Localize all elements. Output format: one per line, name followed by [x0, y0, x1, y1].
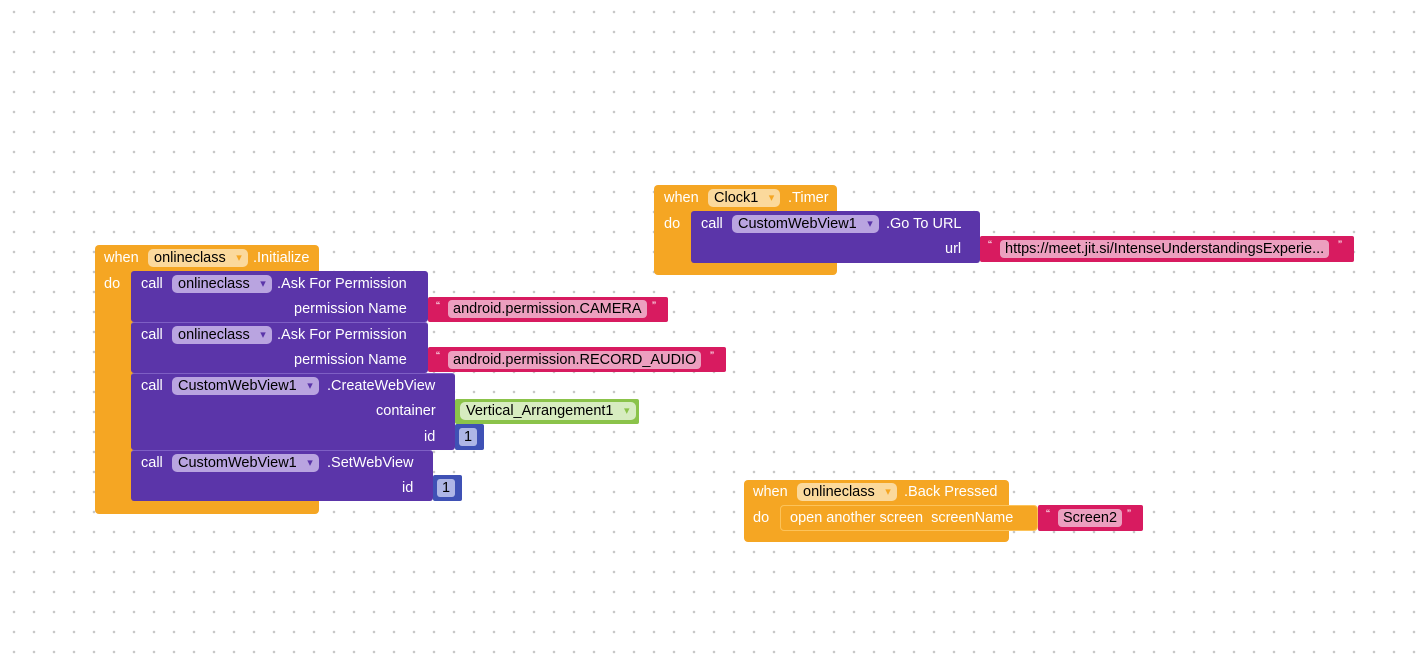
quote-close: ” — [652, 299, 656, 313]
event-name: .Timer — [788, 190, 829, 206]
param-label: id — [424, 429, 436, 445]
param-label: url — [945, 241, 962, 257]
call-label: call — [141, 378, 163, 394]
component-dropdown[interactable]: onlineclass — [172, 326, 272, 344]
action-label: open another screen screenName — [790, 510, 1014, 526]
method-name: .Go To URL — [886, 216, 962, 232]
event-name: .Back Pressed — [904, 484, 998, 500]
when-label: when — [104, 250, 139, 266]
quote-close: ” — [1338, 238, 1342, 252]
param-label: id — [402, 480, 414, 496]
call-label: call — [141, 455, 163, 471]
do-label: do — [753, 510, 770, 526]
number-value[interactable]: 1 — [459, 428, 478, 446]
component-dropdown[interactable]: onlineclass — [797, 483, 897, 501]
component-dropdown[interactable]: onlineclass — [172, 275, 272, 293]
quote-close: ” — [1127, 507, 1131, 521]
do-label: do — [104, 276, 121, 292]
component-dropdown[interactable]: CustomWebView1 — [172, 377, 319, 395]
component-dropdown[interactable]: CustomWebView1 — [732, 215, 879, 233]
text-value[interactable]: android.permission.CAMERA — [448, 300, 647, 318]
component-dropdown[interactable]: Vertical_Arrangement1 — [460, 402, 636, 420]
method-name: .Ask For Permission — [277, 327, 407, 343]
url-value[interactable]: https://meet.jit.si/IntenseUnderstanding… — [1000, 240, 1330, 258]
quote-open: “ — [436, 349, 440, 363]
method-name: .SetWebView — [327, 455, 414, 471]
component-dropdown[interactable]: Clock1 — [708, 189, 781, 207]
method-name: .Ask For Permission — [277, 276, 407, 292]
param-label: permission Name — [294, 352, 407, 368]
quote-open: “ — [1046, 507, 1050, 521]
do-label: do — [664, 216, 681, 232]
number-value[interactable]: 1 — [437, 479, 456, 497]
when-label: when — [753, 484, 788, 500]
when-label: when — [664, 190, 699, 206]
screen-name-value[interactable]: Screen2 — [1058, 509, 1123, 527]
quote-open: “ — [988, 238, 992, 252]
quote-close: ” — [710, 349, 714, 363]
quote-open: “ — [436, 299, 440, 313]
param-label: container — [376, 403, 436, 419]
call-label: call — [141, 276, 163, 292]
event-name: .Initialize — [253, 250, 310, 266]
call-label: call — [701, 216, 723, 232]
open-another-screen-block[interactable] — [780, 505, 1038, 531]
component-dropdown[interactable]: onlineclass — [148, 249, 248, 267]
method-name: .CreateWebView — [327, 378, 436, 394]
component-dropdown[interactable]: CustomWebView1 — [172, 454, 319, 472]
call-label: call — [141, 327, 163, 343]
text-value[interactable]: android.permission.RECORD_AUDIO — [448, 351, 702, 369]
param-label: permission Name — [294, 301, 407, 317]
